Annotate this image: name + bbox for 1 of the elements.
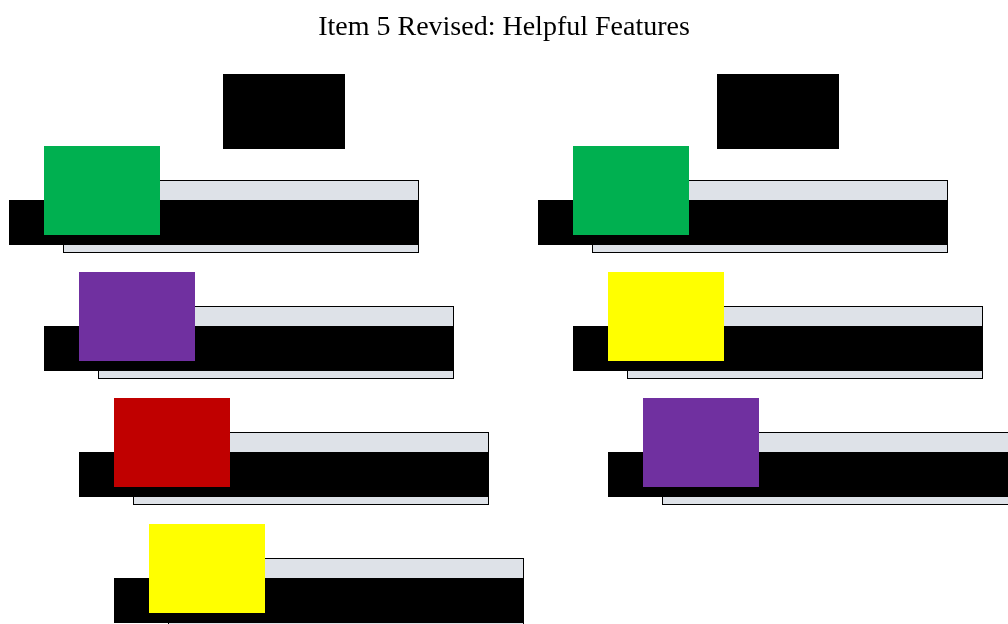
title: Item 5 Revised: Helpful Features [318,10,690,42]
